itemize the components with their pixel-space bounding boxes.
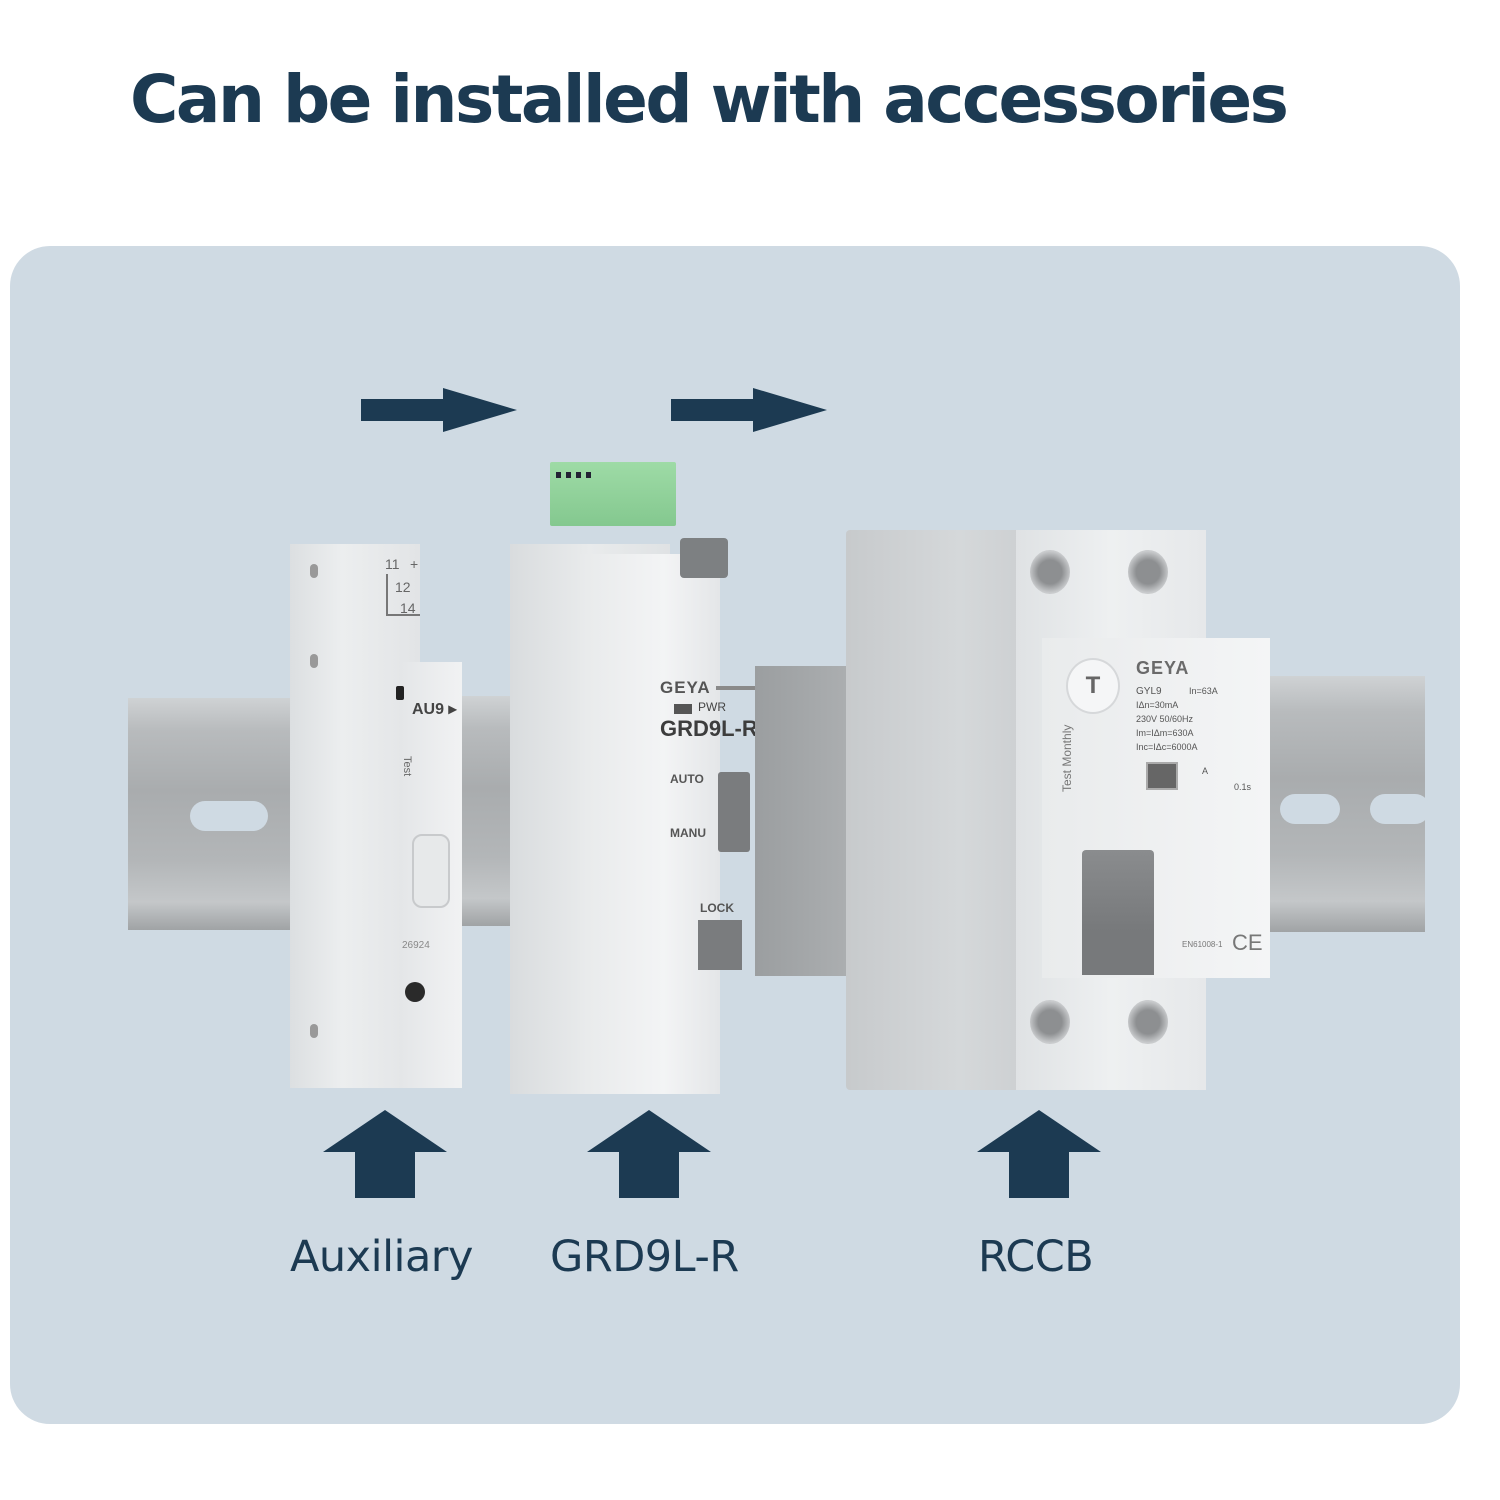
manu-label: MANU bbox=[670, 826, 706, 840]
pwr-label: PWR bbox=[698, 700, 726, 714]
arrow-up-icon bbox=[587, 1110, 711, 1198]
auto-label: AUTO bbox=[670, 772, 704, 786]
terminal-screw bbox=[1128, 1000, 1168, 1044]
status-window bbox=[1146, 762, 1178, 790]
arrow-right-icon bbox=[671, 388, 827, 432]
auxiliary-part-code: 26924 bbox=[402, 940, 430, 951]
test-monthly-label: Test Monthly bbox=[1060, 724, 1074, 792]
grd-model-label: GRD9L-R bbox=[660, 716, 758, 741]
lock-label: LOCK bbox=[700, 901, 734, 915]
rccb-model: GYL9 bbox=[1136, 686, 1162, 697]
auto-manu-switch[interactable] bbox=[718, 772, 750, 852]
contact-14: 14 bbox=[400, 600, 416, 616]
contact-12: 12 bbox=[395, 579, 411, 595]
arrow-up-icon bbox=[977, 1110, 1101, 1198]
short-circuit-rating: Inc=IΔc=6000A bbox=[1136, 742, 1198, 752]
plus-sign: + bbox=[410, 556, 419, 572]
rccb-type: A bbox=[1202, 766, 1209, 776]
grd9l-r-label: GRD9L-R bbox=[550, 1232, 739, 1282]
din-rail-left bbox=[128, 698, 308, 930]
page-title: Can be installed with accessories bbox=[130, 61, 1289, 138]
test-button[interactable]: T bbox=[1066, 658, 1120, 714]
rated-current: In=63A bbox=[1189, 686, 1218, 696]
terminal-screw bbox=[1030, 1000, 1070, 1044]
residual-current: IΔn=30mA bbox=[1136, 700, 1179, 710]
arrow-right-icon bbox=[361, 388, 517, 432]
rccb-brand-logo: GEYA bbox=[1136, 658, 1190, 678]
contact-11: 11 bbox=[385, 556, 400, 572]
arrow-up-icon bbox=[323, 1110, 447, 1198]
grd-brand-logo: GEYA bbox=[660, 678, 711, 697]
lock-slider[interactable] bbox=[698, 920, 742, 970]
voltage-rating: 230V 50/60Hz bbox=[1136, 714, 1194, 724]
making-capacity: Im=IΔm=630A bbox=[1136, 728, 1194, 738]
trip-delay: 0.1s bbox=[1234, 782, 1252, 792]
green-terminal-block bbox=[550, 462, 676, 526]
terminal-screw bbox=[1128, 550, 1168, 594]
auxiliary-model: AU9 ▸ bbox=[412, 701, 457, 718]
pwr-indicator-led bbox=[674, 704, 692, 714]
rccb-label: RCCB bbox=[978, 1232, 1094, 1282]
auxiliary-test-label: Test bbox=[401, 756, 413, 777]
product-illustration-panel: 11 + 12 14 AU9 ▸ Test 26924 GEYA PWR GRD… bbox=[10, 246, 1460, 1424]
ce-mark: CE bbox=[1232, 930, 1263, 955]
terminal-screw bbox=[1030, 550, 1070, 594]
auxiliary-device: 11 + 12 14 AU9 ▸ Test 26924 bbox=[290, 544, 462, 1088]
auxiliary-label: Auxiliary bbox=[290, 1232, 473, 1282]
rccb-device: T Test Monthly GEYA GYL9 In=63A IΔn=30mA… bbox=[846, 530, 1276, 1090]
grd9l-r-device: GEYA PWR GRD9L-R AUTO MANU LOCK bbox=[510, 454, 780, 1094]
standard-label: EN61008-1 bbox=[1182, 940, 1223, 949]
